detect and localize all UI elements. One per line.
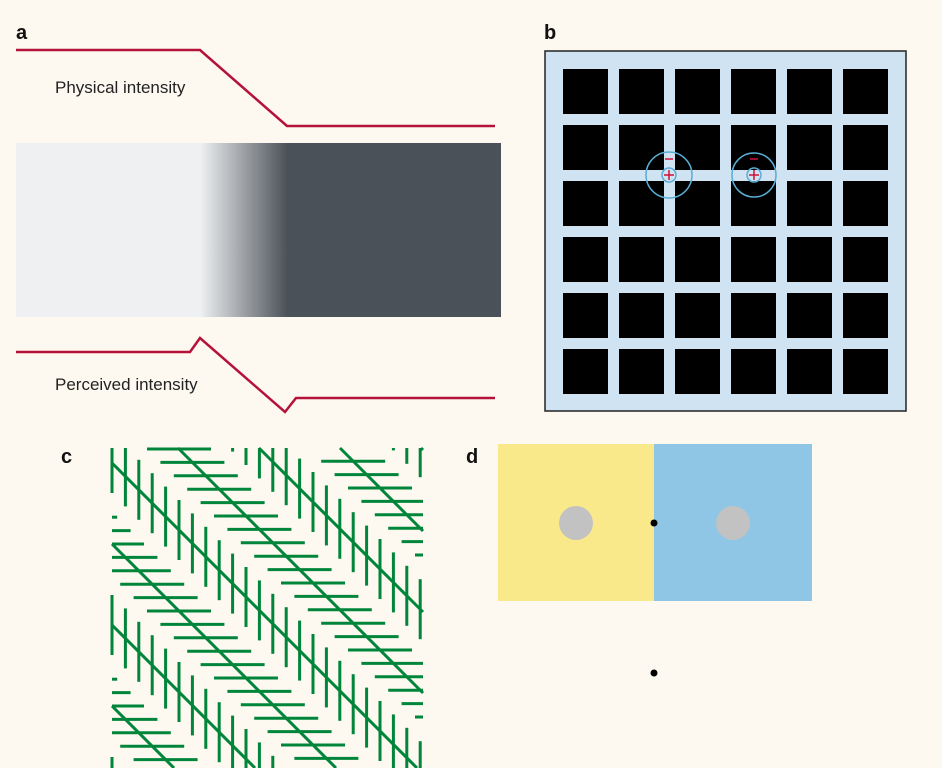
perceived-intensity-curve <box>16 336 495 414</box>
panel-label-b: b <box>544 22 557 44</box>
perceived-intensity-caption: Perceived intensity <box>55 375 198 394</box>
diagonal-line <box>110 461 419 768</box>
luminance-edge-bar <box>16 143 501 317</box>
grid-square <box>563 293 608 338</box>
grid-square <box>731 349 776 394</box>
grid-square <box>675 181 720 226</box>
grid-square <box>619 125 664 170</box>
receptive-field-street <box>731 152 777 198</box>
physical-intensity-caption: Physical intensity <box>55 78 186 97</box>
plus-minus-marks <box>664 158 759 180</box>
grid-square <box>619 349 664 394</box>
grid-square <box>675 125 720 170</box>
grid-square <box>731 293 776 338</box>
panel-label-a: a <box>16 22 28 44</box>
diagonal-line <box>110 542 338 768</box>
grid-square <box>675 237 720 282</box>
grid-square <box>563 237 608 282</box>
grid-square <box>675 349 720 394</box>
physical-intensity-curve <box>16 48 495 128</box>
fixation-dot-center <box>650 519 658 527</box>
grid-square <box>843 69 888 114</box>
diagonal-line <box>110 704 176 768</box>
grid-square <box>675 293 720 338</box>
grid-square <box>619 181 664 226</box>
grid-square <box>563 349 608 394</box>
gray-disc-right <box>716 506 750 540</box>
grid-square <box>619 237 664 282</box>
zollner-illusion <box>110 446 425 768</box>
grid-square <box>731 69 776 114</box>
fixation-dot-below <box>650 669 658 677</box>
grid-square <box>843 349 888 394</box>
grid-square <box>843 125 888 170</box>
panel-label-d: d <box>466 446 479 468</box>
grid-square <box>843 181 888 226</box>
grid-square <box>787 293 832 338</box>
grid-square <box>731 237 776 282</box>
grid-square <box>563 181 608 226</box>
grid-square <box>787 237 832 282</box>
grid-square <box>843 293 888 338</box>
grid-square <box>675 69 720 114</box>
receptive-field-intersection <box>645 151 693 199</box>
grid-square <box>731 181 776 226</box>
grid-square <box>843 237 888 282</box>
grid-square <box>563 125 608 170</box>
grid-square <box>787 125 832 170</box>
grid-square <box>619 293 664 338</box>
grid-square <box>563 69 608 114</box>
grid-square <box>787 181 832 226</box>
panel-label-c: c <box>61 446 73 468</box>
hermann-grid-squares <box>563 69 888 394</box>
grid-square <box>787 349 832 394</box>
gray-disc-left <box>559 506 593 540</box>
grid-square <box>619 69 664 114</box>
grid-square <box>731 125 776 170</box>
grid-square <box>787 69 832 114</box>
